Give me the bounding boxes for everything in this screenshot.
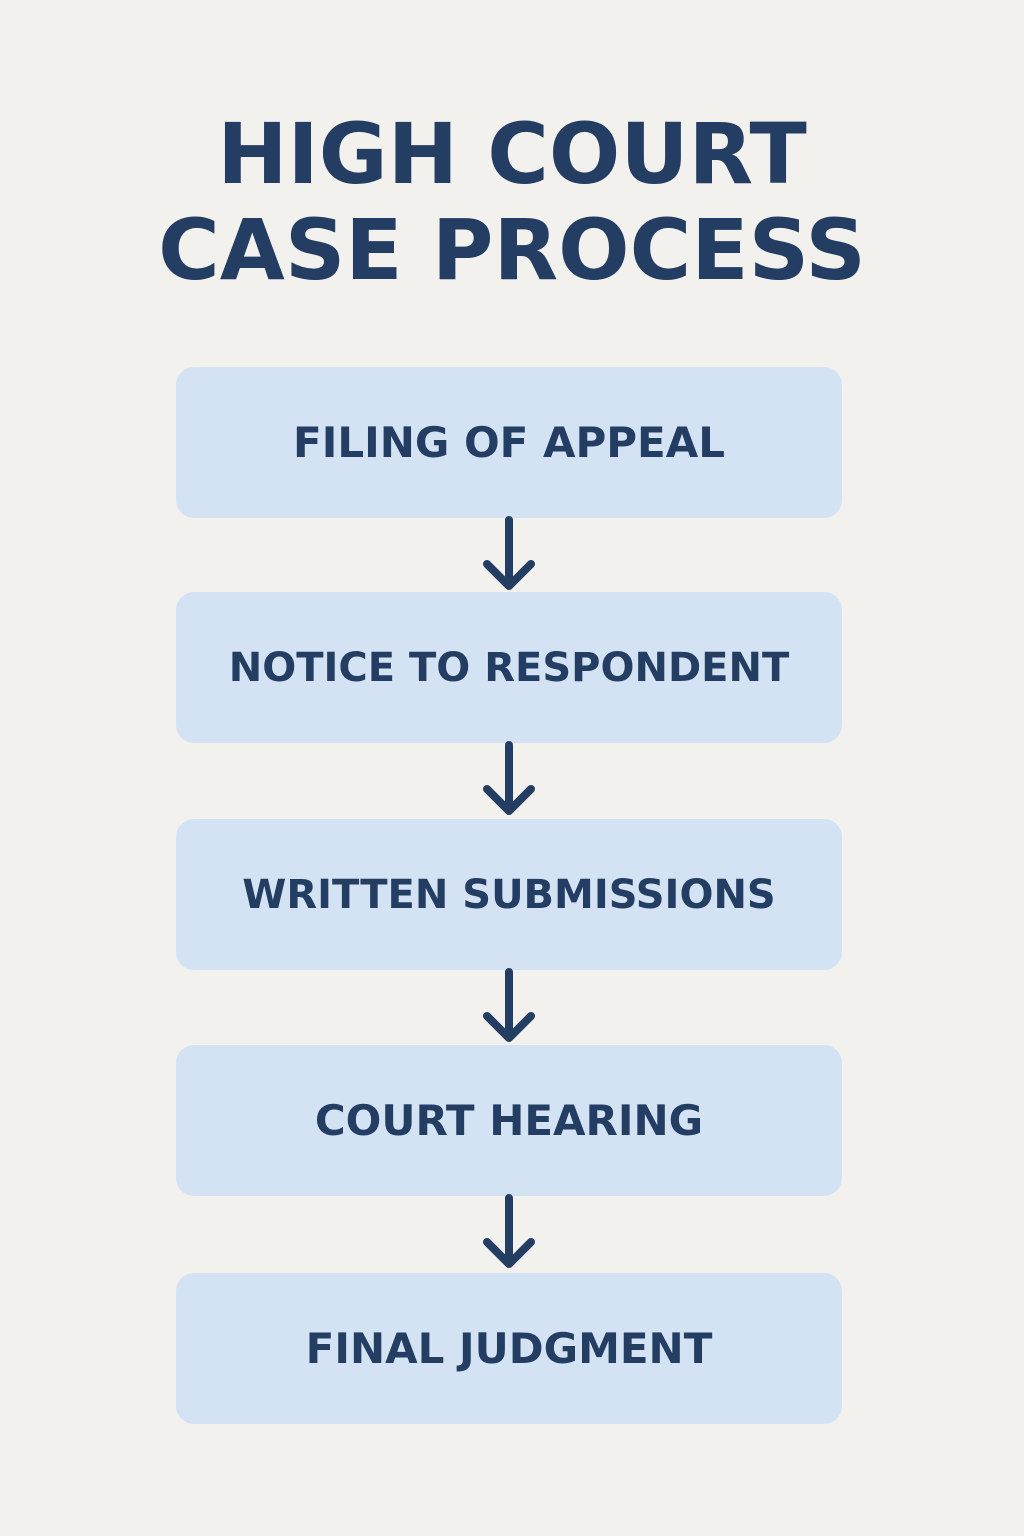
step-box-notice-to-respondent: NOTICE TO RESPONDENT	[176, 592, 842, 743]
step-label: NOTICE TO RESPONDENT	[228, 644, 790, 691]
step-label: COURT HEARING	[314, 1095, 704, 1145]
arrow-down-icon	[483, 1194, 535, 1268]
arrow-down-icon	[483, 516, 535, 590]
page-title-line-1: HIGH COURT	[217, 105, 807, 203]
step-box-filing-of-appeal: FILING OF APPEAL	[176, 367, 842, 518]
step-label: FILING OF APPEAL	[293, 417, 725, 467]
step-box-court-hearing: COURT HEARING	[176, 1045, 842, 1196]
step-box-final-judgment: FINAL JUDGMENT	[176, 1273, 842, 1424]
arrow-down-icon	[483, 741, 535, 815]
step-box-written-submissions: WRITTEN SUBMISSIONS	[176, 819, 842, 970]
arrow-down-icon	[483, 968, 535, 1042]
step-label: WRITTEN SUBMISSIONS	[242, 871, 776, 918]
step-label: FINAL JUDGMENT	[305, 1323, 713, 1373]
page-title-line-2: CASE PROCESS	[158, 201, 866, 299]
